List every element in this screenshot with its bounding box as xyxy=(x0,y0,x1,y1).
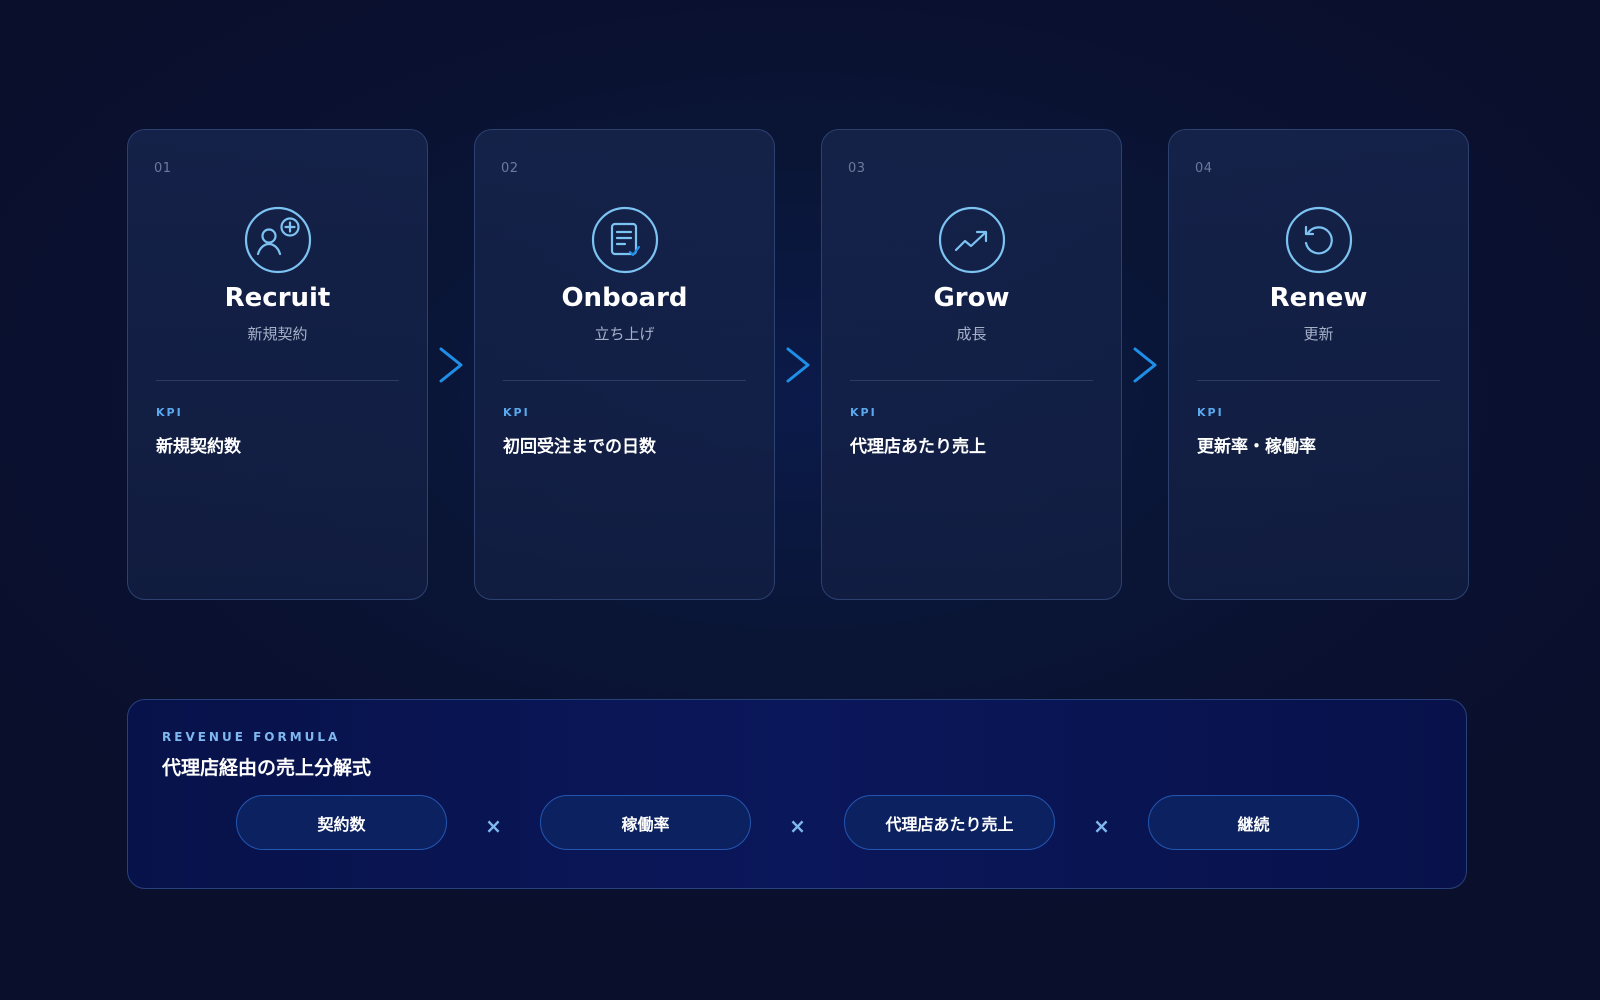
stage-subtitle: 成長 xyxy=(956,325,987,343)
refresh-icon xyxy=(1285,206,1353,274)
multiply-operator: × xyxy=(1093,813,1110,838)
stage-flow: 01 Recruit 新規契約 KPI 新規契約数 02 xyxy=(127,129,1469,600)
document-check-icon xyxy=(591,206,659,274)
kpi-label: KPI xyxy=(850,406,877,419)
kpi-value: 新規契約数 xyxy=(156,437,241,457)
stage-card-renew: 04 Renew 更新 KPI 更新率・稼働率 xyxy=(1168,129,1469,600)
stage-number: 01 xyxy=(154,161,172,176)
chevron-right-icon xyxy=(775,129,821,600)
stage-title: Renew xyxy=(1269,283,1368,313)
stage-subtitle: 立ち上げ xyxy=(594,325,655,343)
formula-terms: 契約数 × 稼働率 × 代理店あたり売上 × 継続 xyxy=(236,795,1359,850)
formula-title: 代理店経由の売上分解式 xyxy=(162,757,372,779)
user-add-icon xyxy=(244,206,312,274)
multiply-operator: × xyxy=(789,813,806,838)
stage-number: 04 xyxy=(1195,161,1213,176)
stage-subtitle: 新規契約 xyxy=(247,325,308,343)
formula-term-pill: 契約数 xyxy=(236,795,447,850)
stage-card-onboard: 02 Onboard 立ち上げ KPI 初回受注までの日数 xyxy=(474,129,775,600)
kpi-label: KPI xyxy=(156,406,183,419)
kpi-value: 代理店あたり売上 xyxy=(850,437,986,457)
divider xyxy=(503,380,746,381)
divider xyxy=(156,380,399,381)
stage-title: Recruit xyxy=(224,283,331,313)
chevron-right-icon xyxy=(1122,129,1168,600)
kpi-value: 更新率・稼働率 xyxy=(1197,437,1316,457)
revenue-formula-panel: REVENUE FORMULA 代理店経由の売上分解式 契約数 × 稼働率 × … xyxy=(127,699,1467,889)
formula-term-pill: 稼働率 xyxy=(540,795,751,850)
stage-card-grow: 03 Grow 成長 KPI 代理店あたり売上 xyxy=(821,129,1122,600)
formula-term-pill: 代理店あたり売上 xyxy=(844,795,1055,850)
trend-up-icon xyxy=(938,206,1006,274)
stage-number: 02 xyxy=(501,161,519,176)
kpi-label: KPI xyxy=(1197,406,1224,419)
formula-term-pill: 継続 xyxy=(1148,795,1359,850)
stage-title: Onboard xyxy=(561,283,688,313)
kpi-label: KPI xyxy=(503,406,530,419)
multiply-operator: × xyxy=(485,813,502,838)
divider xyxy=(850,380,1093,381)
formula-label: REVENUE FORMULA xyxy=(162,730,341,744)
kpi-value: 初回受注までの日数 xyxy=(503,437,656,457)
divider xyxy=(1197,380,1440,381)
stage-number: 03 xyxy=(848,161,866,176)
stage-card-recruit: 01 Recruit 新規契約 KPI 新規契約数 xyxy=(127,129,428,600)
stage-title: Grow xyxy=(933,283,1010,313)
chevron-right-icon xyxy=(428,129,474,600)
stage-subtitle: 更新 xyxy=(1303,325,1334,343)
